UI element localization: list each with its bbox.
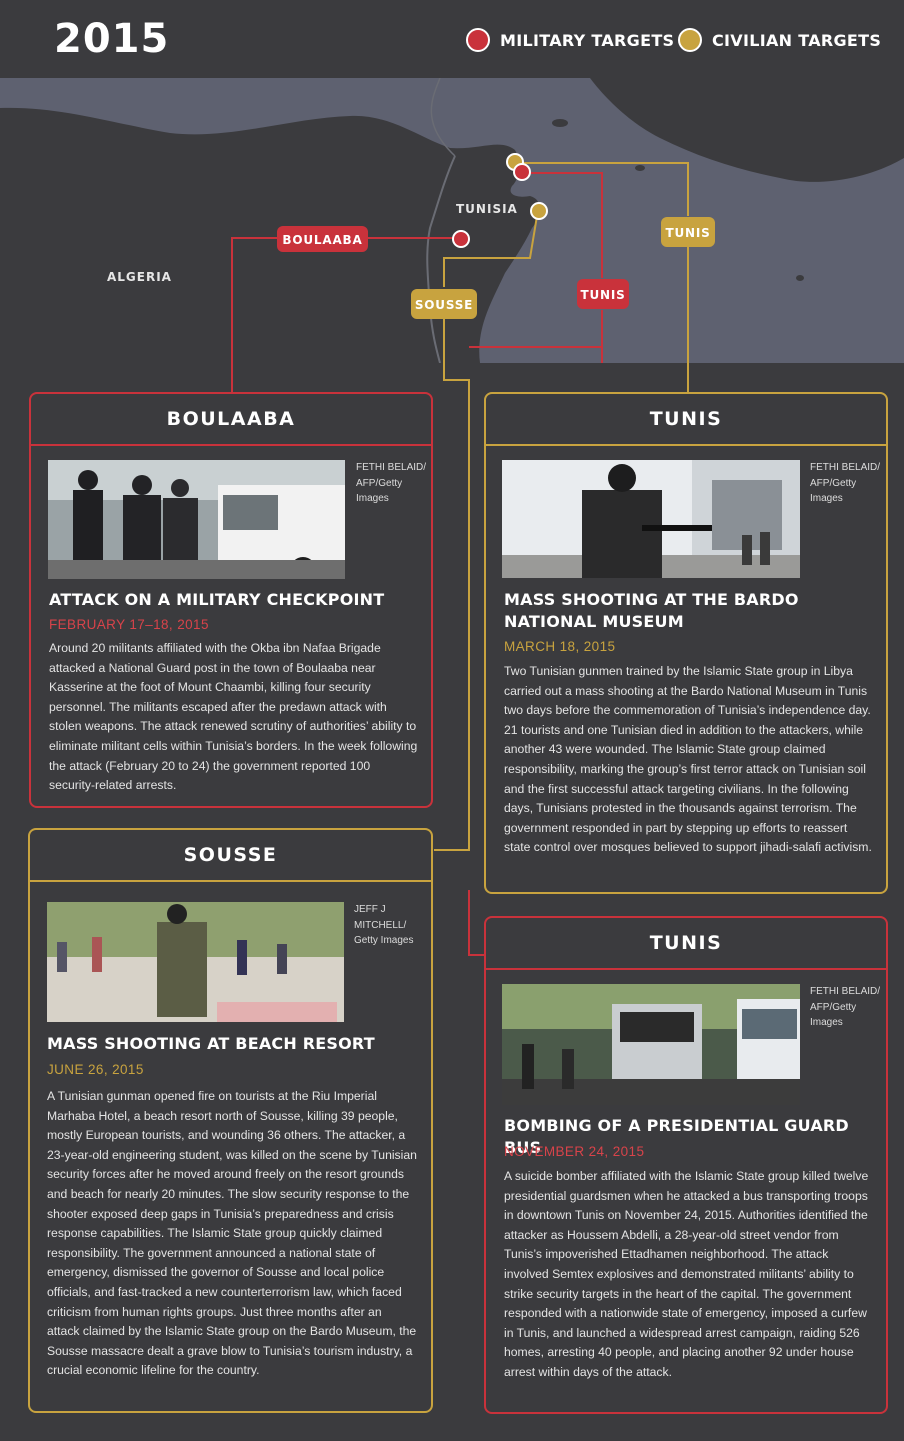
card-location: TUNIS [649, 932, 723, 954]
photo-guard-bus [502, 984, 800, 1105]
header: 2015 MILITARY TARGETS CIVILIAN TARGETS [0, 0, 904, 78]
card-body: Two Tunisian gunmen trained by the Islam… [504, 664, 872, 855]
year-title: 2015 [54, 16, 170, 62]
card-headline: MASS SHOOTING AT THE BARDO NATIONAL MUSE… [504, 590, 799, 631]
tag-tunis-military[interactable]: TUNIS [577, 279, 629, 309]
card-headline: ATTACK ON A MILITARY CHECKPOINT [49, 590, 385, 609]
card-location: SOUSSE [183, 844, 278, 866]
military-dot-icon [466, 28, 490, 52]
photo-checkpoint [48, 460, 345, 579]
svg-text:BOULAABA: BOULAABA [282, 233, 362, 247]
card-header: TUNIS [486, 918, 886, 970]
card-headline: MASS SHOOTING AT BEACH RESORT [47, 1034, 375, 1053]
tag-tunis-civilian[interactable]: TUNIS [661, 217, 715, 247]
legend-military: MILITARY TARGETS [466, 28, 674, 52]
photo-beach-resort [47, 902, 344, 1022]
photo-credit: FETHI BELAID/ AFP/Getty Images [810, 462, 881, 504]
card-date: MARCH 18, 2015 [504, 639, 616, 654]
card-header: TUNIS [486, 394, 886, 446]
card-boulaaba: BOULAABA FETHI BELAID/ AFP/Getty Images … [29, 392, 433, 808]
legend-civilian-label: CIVILIAN TARGETS [712, 30, 882, 50]
card-date: NOVEMBER 24, 2015 [504, 1144, 645, 1159]
tag-sousse[interactable]: SOUSSE [411, 289, 477, 319]
card-headline: BOMBING OF A PRESIDENTIAL GUARD BUS [504, 1116, 849, 1157]
card-body: A Tunisian gunman opened fire on tourist… [47, 1089, 417, 1378]
card-date: FEBRUARY 17–18, 2015 [49, 617, 209, 632]
legend-civilian: CIVILIAN TARGETS [678, 28, 881, 52]
photo-credit: FETHI BELAID/ AFP/Getty Images [356, 462, 427, 504]
card-sousse: SOUSSE JEFF J MITCHELL/ Getty Images MAS… [28, 828, 433, 1413]
photo-bardo-museum [502, 460, 800, 578]
card-body: A suicide bomber affiliated with the Isl… [504, 1169, 869, 1379]
card-header: BOULAABA [31, 394, 431, 446]
card-location: TUNIS [649, 408, 723, 430]
svg-text:SOUSSE: SOUSSE [415, 298, 473, 312]
card-tunis-bardo: TUNIS FETHI BELAID/ AFP/Getty Images MAS… [484, 392, 888, 894]
landmass [0, 107, 540, 363]
civilian-dot-icon [678, 28, 702, 52]
sicily [590, 78, 904, 182]
card-body: Around 20 militants affiliated with the … [49, 641, 418, 793]
marker-civilian-sousse[interactable] [530, 202, 548, 220]
photo-credit: FETHI BELAID/ AFP/Getty Images [810, 986, 881, 1028]
map-graphic: TUNISIA ALGERIA BOULAABA SOUSSE TUNIS TU… [0, 77, 904, 364]
card-location: BOULAABA [166, 408, 296, 430]
svg-text:TUNIS: TUNIS [665, 226, 710, 240]
photo-credit: JEFF J MITCHELL/ Getty Images [354, 904, 414, 946]
label-tunisia: TUNISIA [456, 202, 518, 216]
label-algeria: ALGERIA [107, 270, 172, 284]
marker-military-boulaaba[interactable] [452, 230, 470, 248]
card-header: SOUSSE [30, 830, 431, 882]
card-tunis-bus: TUNIS FETHI BELAID/ AFP/Getty Images BOM… [484, 916, 888, 1414]
map: TUNISIA ALGERIA BOULAABA SOUSSE TUNIS TU… [0, 77, 904, 364]
border-line [426, 155, 456, 364]
card-date: JUNE 26, 2015 [47, 1062, 144, 1077]
legend-military-label: MILITARY TARGETS [500, 30, 675, 50]
marker-military-tunis[interactable] [513, 163, 531, 181]
tag-boulaaba[interactable]: BOULAABA [277, 226, 368, 252]
svg-text:TUNIS: TUNIS [580, 288, 625, 302]
